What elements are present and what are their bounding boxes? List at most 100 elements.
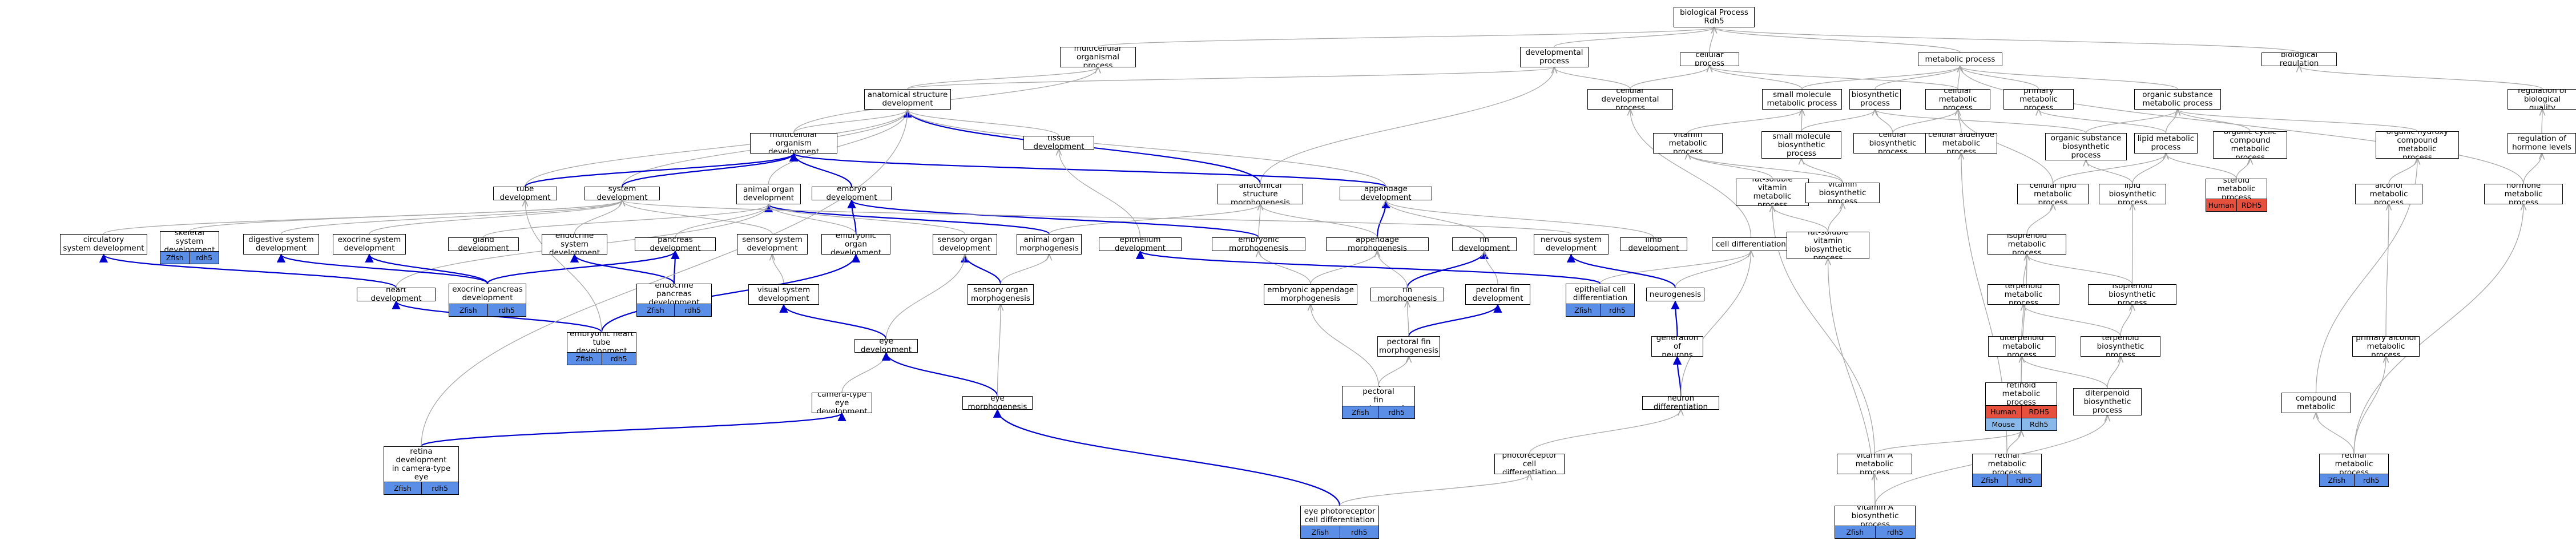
edge-fatsolvitbio-to-fatsolvit — [1772, 206, 1829, 232]
go-term-node-vissys[interactable]: visual system development — [748, 284, 819, 305]
go-term-node-isoprenoid[interactable]: isoprenoid metabolic process — [1988, 234, 2066, 255]
go-term-node-pancdev[interactable]: pancreas development — [635, 237, 716, 251]
go-term-node-digsys[interactable]: digestive system development — [243, 234, 319, 255]
go-term-node-orgsub[interactable]: organic substance metabolic process — [2134, 89, 2221, 110]
go-term-label: retinal metabolic process — [2335, 454, 2373, 474]
go-term-node-celldiff[interactable]: cell differentiation — [1712, 237, 1790, 251]
go-term-node-embappmorph[interactable]: embryonic appendage morphogenesis — [1264, 284, 1357, 305]
go-term-node-eyemorph[interactable]: eye morphogenesis — [962, 396, 1033, 410]
go-term-node-orgsubbiosyn[interactable]: organic substance biosynthetic process — [2045, 133, 2127, 160]
go-term-node-celldev[interactable]: cellular developmental process — [1587, 89, 1673, 110]
go-term-node-embmorph[interactable]: embryonic morphogenesis — [1212, 237, 1305, 251]
go-term-node-animorgdev[interactable]: animal organ development — [736, 184, 801, 204]
go-term-node-genneur[interactable]: generation of neurons — [1651, 336, 1703, 357]
go-term-node-lipidmet[interactable]: lipid metabolic process — [2134, 133, 2198, 154]
go-term-node-reghormone[interactable]: regulation of hormone levels — [2508, 133, 2576, 154]
go-term-label: diterpenoid biosynthetic process — [2083, 389, 2131, 415]
go-term-node-sysdev[interactable]: system development — [584, 187, 660, 200]
go-term-node-olefinic[interactable]: olefinic compound metabolic process — [2281, 393, 2351, 413]
go-term-node-nervsys[interactable]: nervous system development — [1534, 234, 1609, 255]
go-term-node-animorgmorph[interactable]: animal organ morphogenesis — [1017, 234, 1082, 255]
go-term-node-multicell_org[interactable]: multicellular organismal process — [1060, 47, 1136, 67]
edge-heartdev-to-circsys — [99, 253, 397, 289]
go-term-node-pectfindev[interactable]: pectoral fin development — [1465, 284, 1530, 305]
go-term-node-diterpmet[interactable]: diterpenoid metabolic process — [1988, 336, 2055, 357]
go-term-node-isopbiosyn[interactable]: isoprenoid biosynthetic process — [2088, 284, 2176, 305]
go-term-node-metabproc[interactable]: metabolic process — [1918, 53, 2002, 66]
go-term-node-biosyn[interactable]: biosynthetic process — [1849, 89, 1901, 110]
go-term-node-glanddev[interactable]: gland development — [448, 237, 519, 251]
go-term-node-aldmet[interactable]: cellular aldehyde metabolic process — [1925, 133, 1997, 154]
edge-pectfinmorph-to-pectfindev — [1408, 304, 1502, 337]
go-term-node-embryoorgdev[interactable]: embryonic organ development — [821, 234, 890, 255]
go-term-node-tubedev[interactable]: tube development — [493, 187, 557, 200]
go-term-label: cellular aldehyde metabolic process — [1928, 134, 1994, 153]
go-term-node-pectfinmorph[interactable]: pectoral fin morphogenesis — [1377, 336, 1440, 357]
go-term-node-sensoryorgmorph[interactable]: sensory organ morphogenesis — [967, 284, 1034, 305]
go-term-node-neurogenesis[interactable]: neurogenesis — [1646, 288, 1704, 301]
go-term-node-asd[interactable]: anatomical structure development — [864, 89, 951, 110]
go-term-node-sensoryorgdev[interactable]: sensory organ development — [933, 234, 997, 255]
go-term-node-epidev[interactable]: epithelium development — [1099, 237, 1182, 251]
go-term-node-vitbiosyn[interactable]: vitamin biosynthetic process — [1805, 183, 1880, 203]
go-term-node-sensorysys[interactable]: sensory system development — [737, 234, 808, 255]
go-term-node-mcod[interactable]: multicellular organism development — [750, 133, 837, 154]
edge-lipidbiosyn-to-orgsubbiosyn — [2086, 160, 2133, 184]
go-term-node-fatsolvit[interactable]: fat-soluble vitamin metabolic process — [1736, 179, 1809, 206]
go-term-node-heartdev[interactable]: heart development — [357, 288, 436, 301]
go-term-node-cellbiosyn[interactable]: cellular biosynthetic process — [1853, 133, 1932, 154]
go-term-node-orgcyclic[interactable]: organic cyclic compound metabolic proces… — [2213, 131, 2287, 159]
go-term-node-vitAmet[interactable]: vitamin A metabolic process — [1837, 454, 1912, 474]
go-term-node-cellmet[interactable]: cellular metabolic process — [1925, 89, 1990, 110]
go-term-node-cellproc[interactable]: cellular process — [1680, 53, 1739, 66]
go-term-node-finmorph[interactable]: fin morphogenesis — [1370, 288, 1444, 301]
go-term-node-cameradev[interactable]: camera-type eye development — [812, 393, 872, 413]
go-term-node-regqual[interactable]: regulation of biological quality — [2508, 89, 2576, 110]
go-term-node-fatsolvitbio[interactable]: fat-soluble vitamin biosynthetic process — [1787, 232, 1869, 259]
go-term-node-bp[interactable]: biological Process Rdh5 — [1674, 7, 1755, 27]
go-term-node-celllipid[interactable]: cellular lipid metabolic process — [2017, 184, 2089, 204]
go-term-node-embpectfin[interactable]: embryonic pectoral fin morphogenesisZfis… — [1342, 386, 1415, 419]
go-term-node-tissuedev[interactable]: tissue development — [1023, 136, 1094, 150]
go-term-node-lipidbiosyn[interactable]: lipid biosynthetic process — [2099, 184, 2166, 204]
go-term-node-appmorph[interactable]: appendage morphogenesis — [1326, 237, 1429, 251]
go-term-node-smallmol[interactable]: small molecule metabolic process — [1762, 89, 1842, 110]
go-term-node-limbdev[interactable]: limb development — [1620, 237, 1687, 251]
go-term-label: photoreceptor cell differentiation — [1502, 454, 1557, 474]
go-term-node-appdev[interactable]: appendage development — [1340, 187, 1432, 200]
go-term-node-primmet[interactable]: primary metabolic process — [2003, 89, 2074, 110]
go-term-node-neurdiff[interactable]: neuron differentiation — [1642, 396, 1719, 410]
go-term-node-asmorph[interactable]: anatomical structure morphogenesis — [1218, 184, 1303, 204]
go-term-node-exocsys[interactable]: exocrine system development — [333, 234, 406, 255]
go-term-node-vitmet[interactable]: vitamin metabolic process — [1653, 133, 1723, 154]
edge-hormone-to-metabproc — [1960, 66, 2524, 184]
go-term-node-primalc[interactable]: primary alcohol metabolic process — [2352, 336, 2420, 357]
go-term-node-devproc[interactable]: developmental process — [1520, 47, 1589, 67]
go-term-node-diterpbiosyn[interactable]: diterpenoid biosynthetic process — [2073, 388, 2142, 415]
go-term-node-findev[interactable]: fin development — [1452, 237, 1517, 251]
go-term-node-alcohol[interactable]: alcohol metabolic process — [2355, 184, 2422, 204]
go-term-node-photodiff[interactable]: photoreceptor cell differentiation — [1494, 454, 1565, 474]
go-term-node-circsys[interactable]: circulatory system development — [60, 234, 147, 255]
go-term-node-eyedev[interactable]: eye development — [854, 339, 918, 353]
go-term-node-terpenoid[interactable]: terpenoid metabolic process — [1988, 284, 2059, 305]
go-term-node-endosys[interactable]: endocrine system development — [542, 234, 607, 255]
go-term-node-embryodev[interactable]: embryo development — [812, 187, 892, 200]
go-term-node-smbiosyn[interactable]: small molecule biosynthetic process — [1761, 131, 1841, 159]
go-term-node-terpbiosyn[interactable]: terpenoid biosynthetic process — [2081, 336, 2160, 357]
go-term-node-hormone[interactable]: hormone metabolic process — [2484, 184, 2563, 204]
go-term-node-bioreg[interactable]: biological regulation — [2261, 53, 2337, 66]
go-term-node-orghydroxy[interactable]: organic hydroxy compound metabolic proce… — [2376, 131, 2459, 159]
